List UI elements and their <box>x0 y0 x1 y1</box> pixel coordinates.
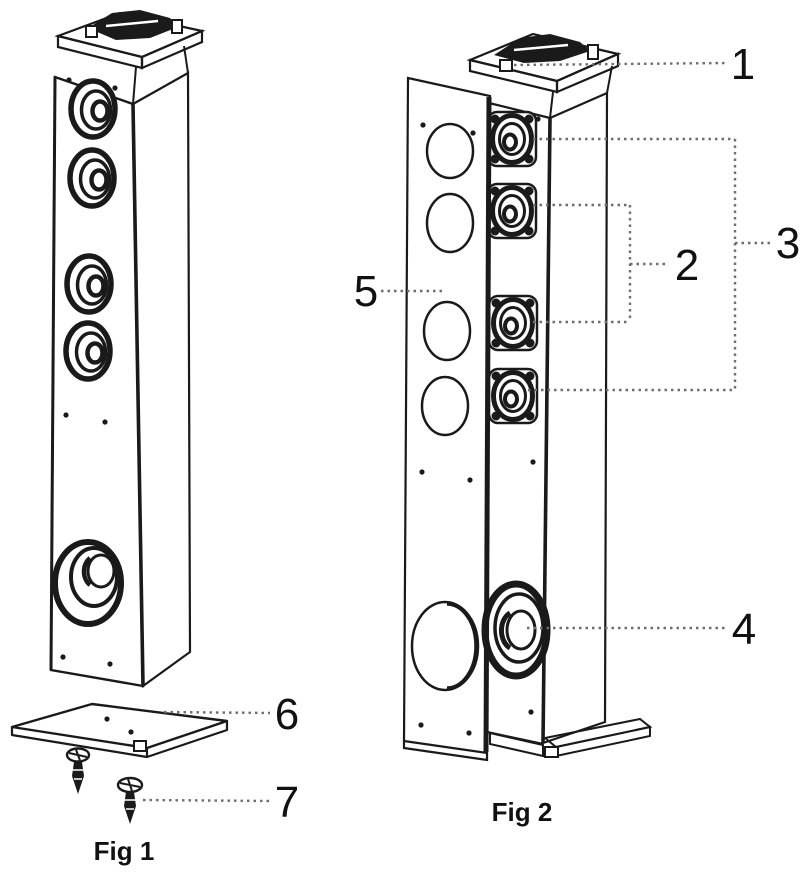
fig2-caption: Fig 2 <box>492 797 553 827</box>
fig2-tower-speaker <box>466 32 653 758</box>
fig1-driver-3 <box>67 256 111 312</box>
fig1-control-buttons <box>88 10 178 40</box>
panel-hole-4 <box>420 375 470 437</box>
callout-label-6: 6 <box>275 690 299 739</box>
fig2-cap-notch-left <box>499 59 513 72</box>
fig2-panel-right-edge <box>483 96 492 753</box>
callout-line-6 <box>163 710 271 715</box>
panel-hole-3 <box>422 300 472 362</box>
fig2-driver-2 <box>488 184 536 238</box>
fig2-driver-1 <box>488 112 536 166</box>
fig1-top-control-panel <box>54 10 206 105</box>
callout-label-2: 2 <box>675 241 699 290</box>
panel-hole-2 <box>425 192 475 254</box>
fig2-woofer <box>481 580 551 680</box>
fig1-base-notch <box>133 740 147 752</box>
fig2-screw-dots <box>528 116 541 715</box>
fig1-base-plate <box>10 702 229 759</box>
fig1-cap-notch-right <box>171 19 183 34</box>
fig2-base-notch <box>544 746 559 758</box>
fig2-base-plate <box>489 717 653 758</box>
fig1-screw-1 <box>65 747 91 794</box>
fig2-panel-dots <box>418 122 476 736</box>
callout-label-7: 7 <box>275 778 299 827</box>
panel-hole-1 <box>425 122 475 180</box>
fig2-cabinet-side <box>541 91 609 745</box>
fig1-front-left-edge <box>49 76 57 671</box>
fig1-caption: Fig 1 <box>94 836 155 866</box>
callout-label-4: 4 <box>732 605 756 654</box>
callout-label-1: 1 <box>731 40 755 89</box>
fig1-driver-2 <box>70 150 114 206</box>
fig1-screw-2 <box>116 776 144 824</box>
fig2-driver-3 <box>489 296 537 350</box>
fig1-front-right-edge <box>131 103 145 687</box>
fig1-cap-notch-left <box>85 25 98 38</box>
fig2-front-panel <box>402 76 492 762</box>
fig1-driver-4 <box>66 323 110 379</box>
callout-line-2 <box>533 203 666 324</box>
fig2-driver-4 <box>489 369 537 423</box>
callout-label-5: 5 <box>354 267 378 316</box>
callout-line-7 <box>142 798 271 803</box>
fig1-screw-dots <box>60 77 118 667</box>
fig1-woofer <box>52 539 124 627</box>
fig1-driver-1 <box>71 81 115 137</box>
callout-line-3 <box>528 137 770 392</box>
callout-line-1 <box>513 61 729 67</box>
callout-label-3: 3 <box>776 219 800 268</box>
callout-leader-lines <box>142 61 770 803</box>
fig1-tower-speaker <box>49 10 206 689</box>
callout-labels: 1 2 3 4 5 6 7 <box>275 40 800 827</box>
panel-hole-woofer <box>410 600 480 692</box>
fig2-cap-notch-right <box>587 44 599 60</box>
fig2-top-control-panel <box>466 32 622 119</box>
